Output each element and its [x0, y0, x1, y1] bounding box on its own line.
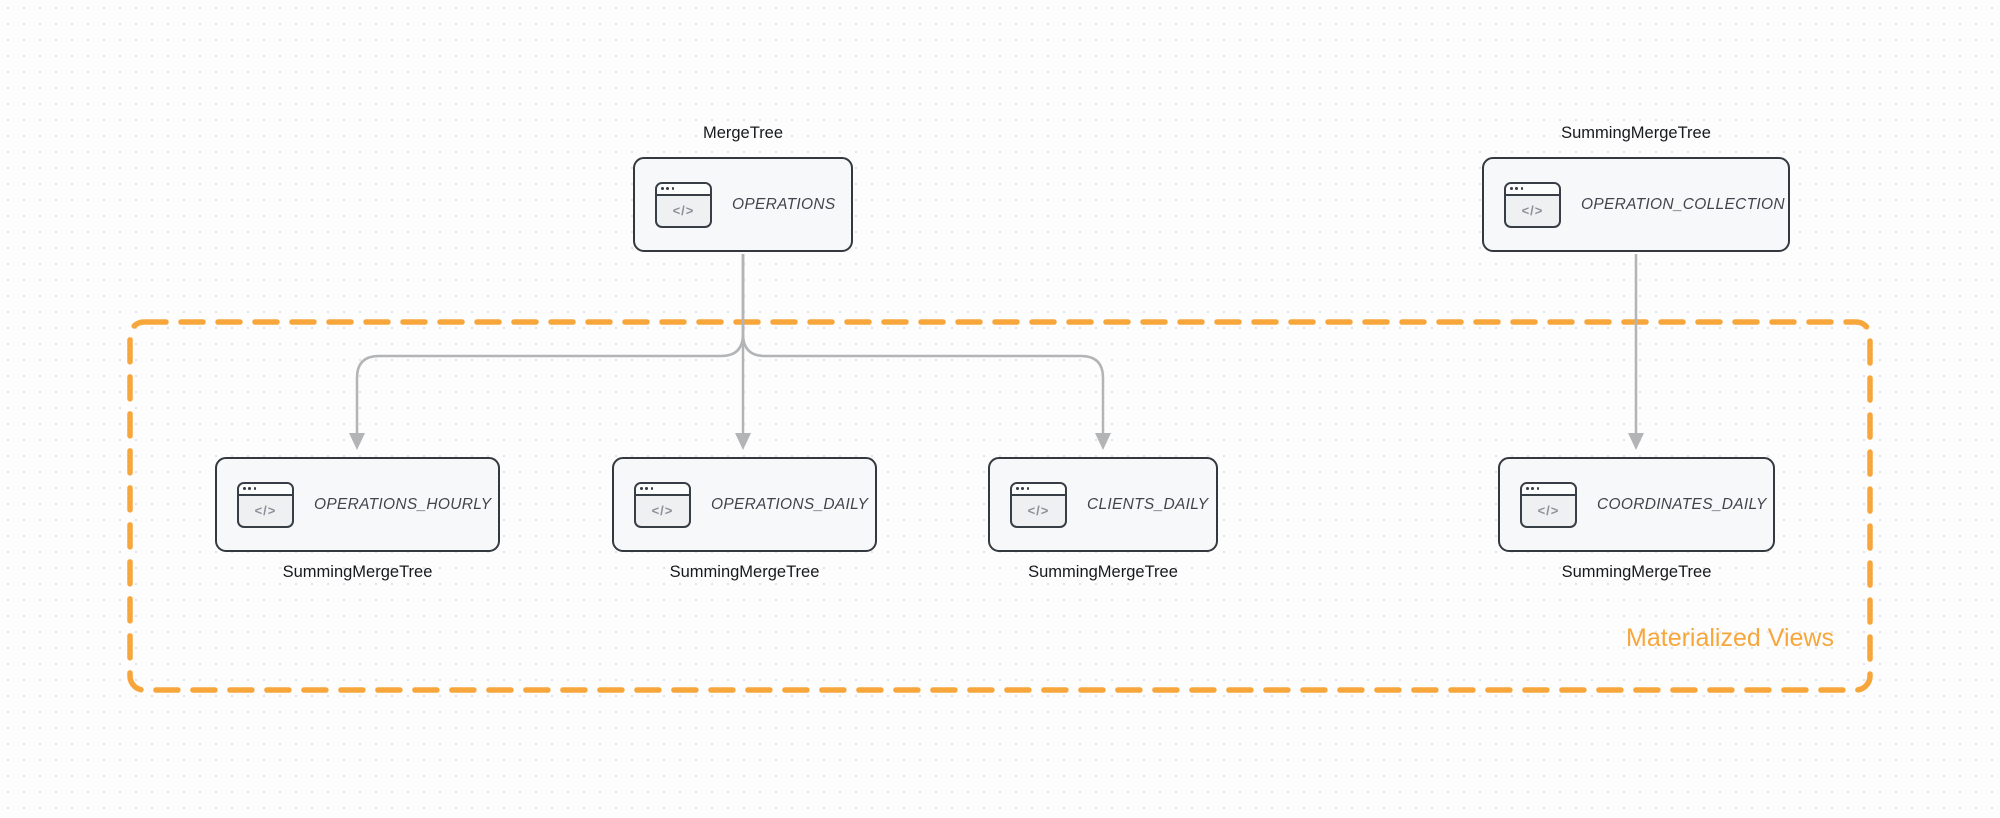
table-name: CLIENTS_DAILY [1087, 495, 1209, 513]
window-titlebar [636, 483, 689, 496]
edge-operations-to-clients-daily [741, 254, 1105, 433]
table-node-operations-daily: </> OPERATIONS_DAILY [612, 457, 877, 552]
edge-operations-to-operations-hourly [355, 254, 745, 433]
table-name: OPERATION_COLLECTION [1581, 195, 1785, 213]
code-glyph: </> [1027, 503, 1050, 518]
table-node-coordinates-daily: </> COORDINATES_DAILY [1498, 457, 1775, 552]
code-glyph: </> [1537, 503, 1560, 518]
arrowhead-icon [349, 433, 365, 450]
table-node-operation-collection: </> OPERATION_COLLECTION [1482, 157, 1790, 252]
code-window-icon: </> [1010, 481, 1067, 528]
table-node-clients-daily: </> CLIENTS_DAILY [988, 457, 1218, 552]
window-titlebar [1506, 183, 1559, 196]
engine-label-coordinates-daily: SummingMergeTree [1561, 563, 1712, 581]
engine-label-clients-daily: SummingMergeTree [1028, 563, 1178, 581]
code-window-icon: </> [1504, 181, 1561, 228]
code-window-icon: </> [655, 181, 712, 228]
table-node-operations-hourly: </> OPERATIONS_HOURLY [215, 457, 500, 552]
code-glyph: </> [1521, 203, 1544, 218]
code-window-icon: </> [237, 481, 294, 528]
window-titlebar [239, 483, 292, 496]
code-window-icon: </> [1520, 481, 1577, 528]
table-name: OPERATIONS_HOURLY [314, 495, 492, 513]
engine-label-operation-collection: SummingMergeTree [1561, 124, 1711, 142]
code-glyph: </> [254, 503, 277, 518]
engine-label-operations: MergeTree [702, 124, 784, 142]
arrowhead-icon [1628, 433, 1644, 450]
table-node-operations: </> OPERATIONS [633, 157, 853, 252]
table-name: OPERATIONS [732, 195, 836, 213]
materialized-views-label: Materialized Views [1626, 624, 1834, 652]
window-titlebar [1012, 483, 1065, 496]
engine-label-operations-daily: SummingMergeTree [669, 563, 820, 581]
window-titlebar [657, 183, 710, 196]
arrowhead-icon [735, 433, 751, 450]
code-glyph: </> [672, 203, 695, 218]
arrowhead-icon [1095, 433, 1111, 450]
engine-label-operations-hourly: SummingMergeTree [282, 563, 433, 581]
window-titlebar [1522, 483, 1575, 496]
code-window-icon: </> [634, 481, 691, 528]
table-name: COORDINATES_DAILY [1597, 495, 1767, 513]
code-glyph: </> [651, 503, 674, 518]
table-name: OPERATIONS_DAILY [711, 495, 869, 513]
